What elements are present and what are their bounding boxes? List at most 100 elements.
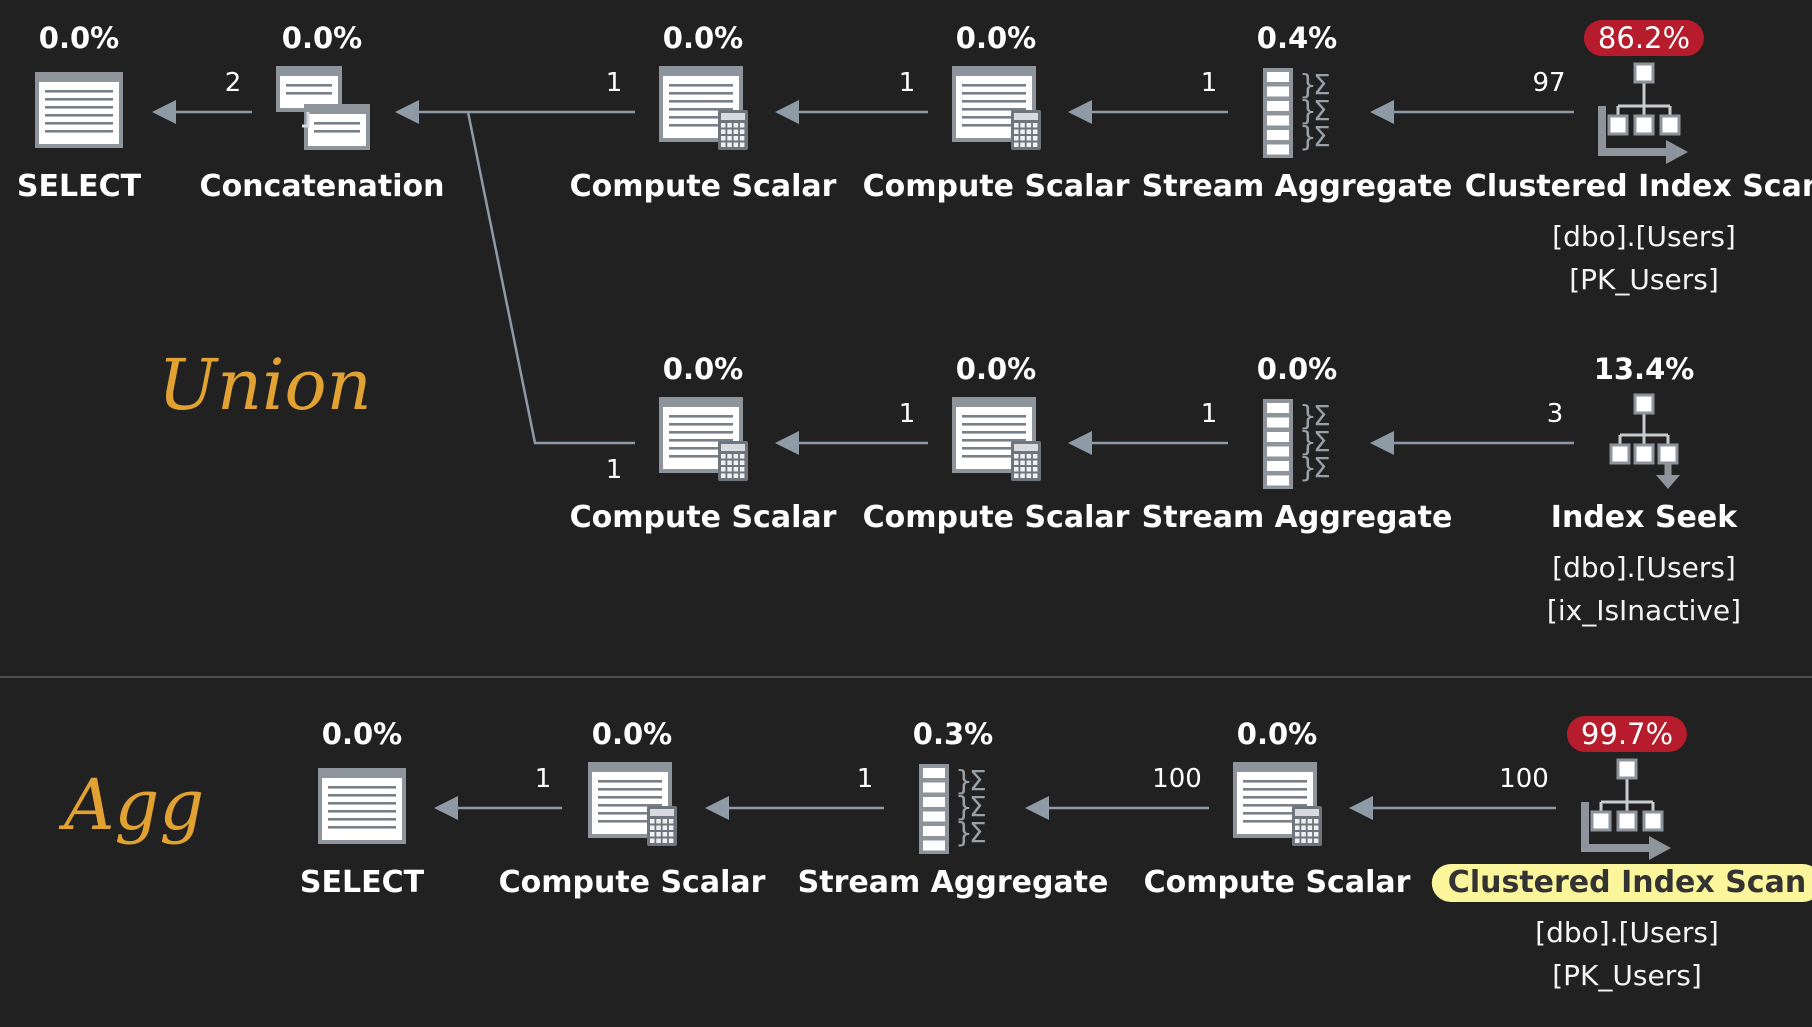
compute-scalar-icon[interactable] bbox=[1233, 762, 1322, 846]
stream-aggregate-icon[interactable]: }Σ}Σ}Σ bbox=[1263, 399, 1331, 489]
svg-text:Σ: Σ bbox=[1313, 120, 1331, 153]
operator-name: Stream Aggregate bbox=[797, 865, 1109, 900]
edge-cs2-cs1-head bbox=[775, 100, 799, 124]
svg-text:}: } bbox=[1299, 120, 1317, 153]
svg-text:Σ: Σ bbox=[1313, 68, 1331, 101]
concatenation-icon[interactable] bbox=[276, 66, 370, 150]
operator-index: [ix_IsInactive] bbox=[1546, 594, 1742, 627]
operator-object: [dbo].[Users] bbox=[1552, 551, 1736, 584]
compute-scalar-icon[interactable] bbox=[952, 66, 1041, 150]
svg-text:}: } bbox=[1299, 94, 1317, 127]
svg-text:Σ: Σ bbox=[1313, 451, 1331, 484]
stream-aggregate-icon[interactable]: }Σ}Σ}Σ bbox=[1263, 68, 1331, 158]
index-seek-icon[interactable] bbox=[1609, 393, 1680, 489]
edge-cs3-concat bbox=[466, 111, 635, 445]
operator-cost: 0.0% bbox=[281, 21, 363, 55]
svg-text:Σ: Σ bbox=[1313, 399, 1331, 432]
operator-cost: 0.0% bbox=[321, 717, 403, 751]
operator-object: [dbo].[Users] bbox=[1535, 916, 1719, 949]
row-count: 1 bbox=[898, 68, 916, 98]
edge-cs1-concat-head bbox=[395, 100, 419, 124]
row-count: 1 bbox=[898, 399, 916, 429]
operator-cost: 0.0% bbox=[955, 21, 1037, 55]
edge-concat-select-head bbox=[152, 100, 176, 124]
row-count: 1 bbox=[856, 764, 874, 794]
operator-name: Stream Aggregate bbox=[1141, 500, 1453, 535]
row-count: 3 bbox=[1546, 399, 1564, 429]
row-count: 1 bbox=[1200, 68, 1218, 98]
union-label: Union bbox=[158, 344, 372, 426]
edge-sa1-cs2-head bbox=[1068, 100, 1092, 124]
svg-text:}: } bbox=[955, 790, 973, 823]
stream-aggregate-icon[interactable]: }Σ}Σ}Σ bbox=[919, 764, 987, 854]
operator-name: SELECT bbox=[299, 865, 425, 900]
operator-cost: 0.0% bbox=[662, 21, 744, 55]
svg-text:}: } bbox=[1299, 399, 1317, 432]
svg-text:}: } bbox=[1299, 68, 1317, 101]
row-count: 100 bbox=[1152, 764, 1202, 794]
operator-cost: 0.0% bbox=[662, 352, 744, 386]
row-count: 1 bbox=[605, 68, 623, 98]
operator-index: [PK_Users] bbox=[1552, 959, 1702, 992]
svg-text:Σ: Σ bbox=[969, 764, 987, 797]
row-count: 97 bbox=[1532, 68, 1566, 98]
select-icon[interactable] bbox=[318, 768, 406, 844]
operator-cost: 99.7% bbox=[1566, 716, 1688, 752]
svg-text:Σ: Σ bbox=[969, 790, 987, 823]
operator-cost: 0.0% bbox=[1236, 717, 1318, 751]
edge-cs2-sa-head bbox=[1025, 796, 1049, 820]
operator-name: Stream Aggregate bbox=[1141, 169, 1453, 204]
operator-cost: 13.4% bbox=[1593, 352, 1695, 386]
section-divider bbox=[0, 676, 1812, 678]
svg-text:}: } bbox=[1299, 425, 1317, 458]
edge-sa2-cs4-head bbox=[1068, 431, 1092, 455]
svg-text:}: } bbox=[1299, 451, 1317, 484]
edge-seek-sa2-head bbox=[1370, 431, 1394, 455]
edge-cs4-cs3-head bbox=[775, 431, 799, 455]
svg-text:}: } bbox=[955, 764, 973, 797]
clustered-index-scan-icon[interactable] bbox=[1598, 62, 1688, 164]
operator-cost: 0.3% bbox=[912, 717, 994, 751]
operator-index: [PK_Users] bbox=[1569, 263, 1719, 296]
compute-scalar-icon[interactable] bbox=[588, 762, 677, 846]
operator-cost: 0.0% bbox=[955, 352, 1037, 386]
svg-text:Σ: Σ bbox=[969, 816, 987, 849]
clustered-index-scan-icon[interactable] bbox=[1581, 758, 1671, 860]
select-icon[interactable] bbox=[35, 72, 123, 148]
operator-name: Clustered Index Scan bbox=[1431, 864, 1812, 902]
svg-text:Σ: Σ bbox=[1313, 94, 1331, 127]
operator-cost: 0.0% bbox=[591, 717, 673, 751]
row-count: 2 bbox=[224, 68, 242, 98]
operator-name: Compute Scalar bbox=[498, 865, 766, 900]
operator-cost: 0.4% bbox=[1256, 21, 1338, 55]
edge-sa-cs1-head bbox=[705, 796, 729, 820]
operator-cost: 86.2% bbox=[1583, 20, 1705, 56]
edge-cs1-select-head bbox=[434, 796, 458, 820]
compute-scalar-icon[interactable] bbox=[659, 397, 748, 481]
operator-name: Compute Scalar bbox=[569, 169, 837, 204]
edge-cis-cs2-head bbox=[1349, 796, 1373, 820]
agg-label: Agg bbox=[64, 764, 205, 846]
operator-object: [dbo].[Users] bbox=[1552, 220, 1736, 253]
svg-text:Σ: Σ bbox=[1313, 425, 1331, 458]
compute-scalar-icon[interactable] bbox=[952, 397, 1041, 481]
operator-name: Clustered Index Scan bbox=[1464, 169, 1812, 204]
operator-name: Compute Scalar bbox=[569, 500, 837, 535]
edge-cis-sa1-head bbox=[1370, 100, 1394, 124]
operator-name: Compute Scalar bbox=[862, 500, 1130, 535]
row-count: 100 bbox=[1499, 764, 1549, 794]
operator-cost: 0.0% bbox=[1256, 352, 1338, 386]
operator-name: SELECT bbox=[16, 169, 142, 204]
operator-name: Concatenation bbox=[199, 169, 445, 204]
svg-text:}: } bbox=[955, 816, 973, 849]
compute-scalar-icon[interactable] bbox=[659, 66, 748, 150]
row-count: 1 bbox=[534, 764, 552, 794]
operator-name: Compute Scalar bbox=[1143, 865, 1411, 900]
operator-name: Index Seek bbox=[1550, 500, 1738, 535]
row-count: 1 bbox=[1200, 399, 1218, 429]
row-count: 1 bbox=[605, 455, 623, 485]
operator-name: Compute Scalar bbox=[862, 169, 1130, 204]
operator-cost: 0.0% bbox=[38, 21, 120, 55]
